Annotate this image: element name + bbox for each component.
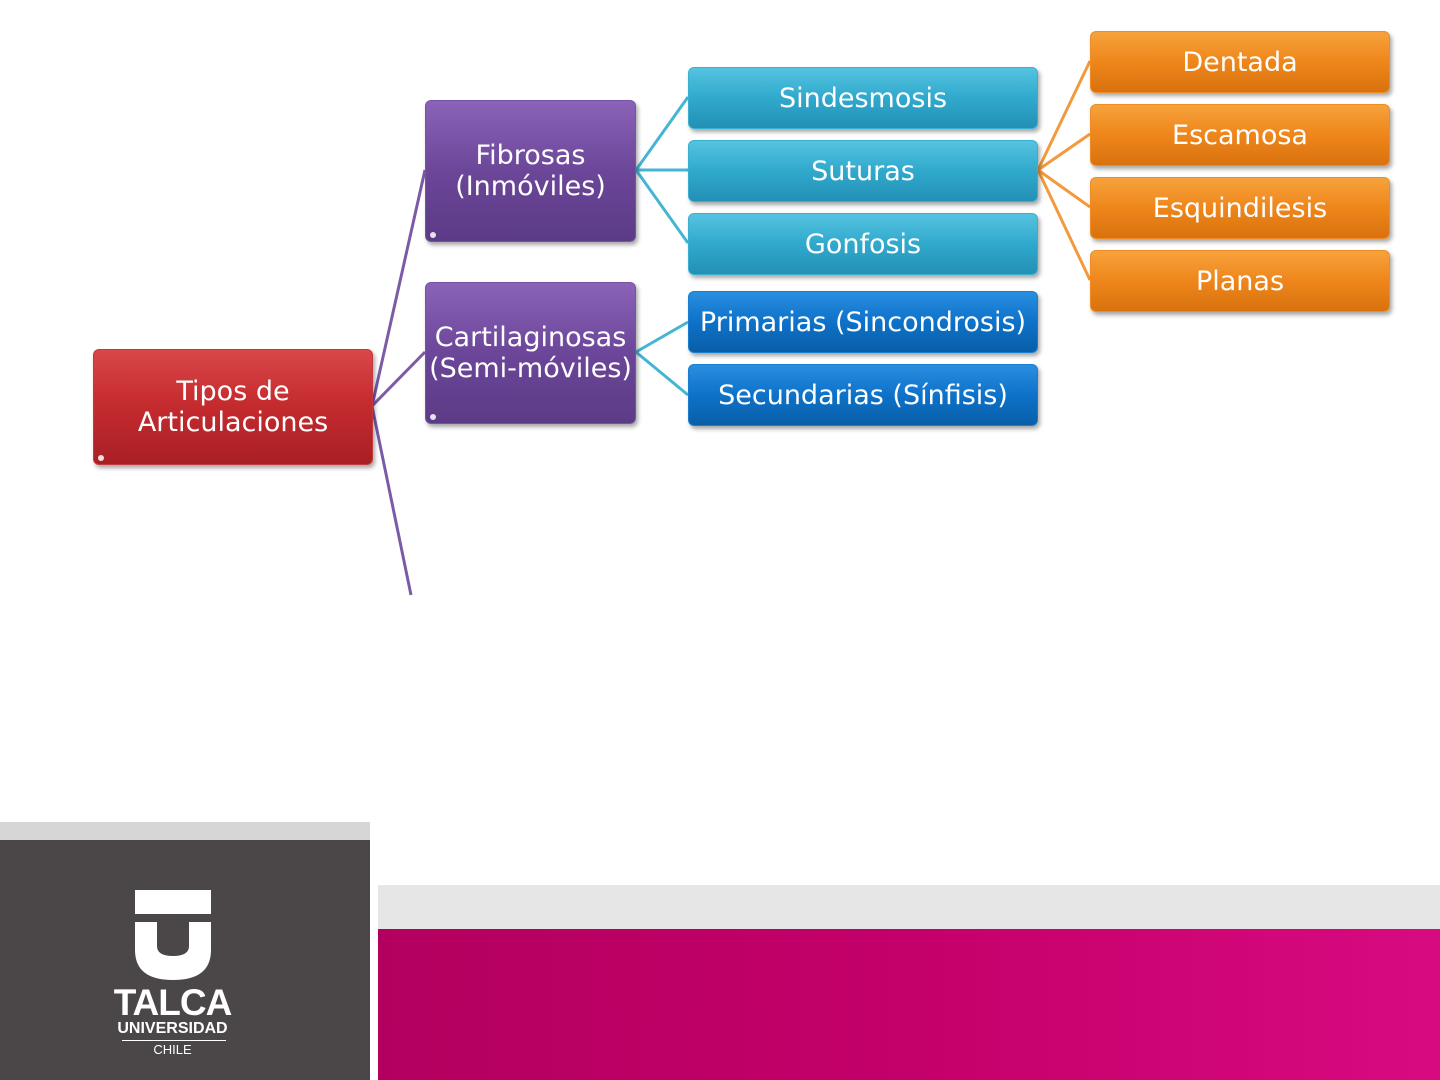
node-planas-label: Planas: [1195, 265, 1285, 297]
node-sindesmosis: Sindesmosis: [688, 67, 1038, 129]
footer-grey-band: [378, 885, 1440, 929]
node-corner-dot: [430, 232, 436, 238]
node-corner-dot: [430, 414, 436, 420]
logo-divider: [122, 1040, 226, 1041]
connector-root-extra: [370, 405, 413, 596]
node-esquindilesis: Esquindilesis: [1090, 177, 1390, 239]
university-logo: TALCA UNIVERSIDAD CHILE: [110, 890, 235, 1065]
footer-left-top-band: [0, 822, 370, 840]
connector-fibrosas-gonfosis: [634, 169, 690, 244]
node-secundarias-label: Secundarias (Sínfisis): [718, 379, 1008, 411]
node-primarias: Primarias (Sincondrosis): [688, 291, 1038, 353]
footer-magenta-band: [378, 929, 1440, 1080]
node-gonfosis: Gonfosis: [688, 213, 1038, 275]
logo-country: CHILE: [153, 1042, 192, 1057]
connector-root-fibrosas: [370, 169, 427, 407]
node-dentada: Dentada: [1090, 31, 1390, 93]
connector-suturas-escamosa: [1037, 132, 1091, 172]
node-cartilaginosas-line-1: Cartilaginosas: [434, 322, 627, 353]
node-fibrosas: Fibrosas (Inmóviles): [425, 100, 636, 242]
node-escamosa: Escamosa: [1090, 104, 1390, 166]
connector-root-cartilaginosas: [370, 350, 427, 408]
node-suturas-label: Suturas: [811, 155, 915, 187]
connector-cart-secundarias: [635, 350, 689, 397]
node-esquindilesis-label: Esquindilesis: [1152, 192, 1328, 224]
logo-name: TALCA: [113, 982, 233, 1023]
node-dentada-label: Dentada: [1182, 46, 1298, 78]
node-suturas: Suturas: [688, 140, 1038, 202]
logo-subtitle: UNIVERSIDAD: [117, 1020, 228, 1037]
node-planas: Planas: [1090, 250, 1390, 312]
node-primarias-label: Primarias (Sincondrosis): [699, 306, 1027, 338]
node-gonfosis-label: Gonfosis: [804, 228, 922, 260]
node-sindesmosis-label: Sindesmosis: [778, 82, 948, 114]
connector-fibrosas-sindesmosis: [634, 96, 690, 171]
connector-suturas-esquindilesis: [1037, 168, 1091, 209]
node-root-line-2: Articulaciones: [137, 407, 329, 438]
connector-suturas-dentada: [1036, 60, 1092, 171]
connector-cart-primarias: [635, 320, 689, 354]
node-root-line-1: Tipos de: [176, 376, 290, 407]
node-secundarias: Secundarias (Sínfisis): [688, 364, 1038, 426]
connector-suturas-planas: [1036, 169, 1092, 281]
talca-u-logo-icon: [135, 890, 211, 980]
node-cartilaginosas-line-2: (Semi-móviles): [429, 353, 632, 384]
node-fibrosas-line-1: Fibrosas: [475, 140, 586, 171]
node-tipos-de-articulaciones: Tipos de Articulaciones: [93, 349, 373, 465]
node-cartilaginosas: Cartilaginosas (Semi-móviles): [425, 282, 636, 424]
node-escamosa-label: Escamosa: [1172, 119, 1308, 151]
node-fibrosas-line-2: (Inmóviles): [455, 171, 606, 202]
node-corner-dot: [98, 455, 104, 461]
